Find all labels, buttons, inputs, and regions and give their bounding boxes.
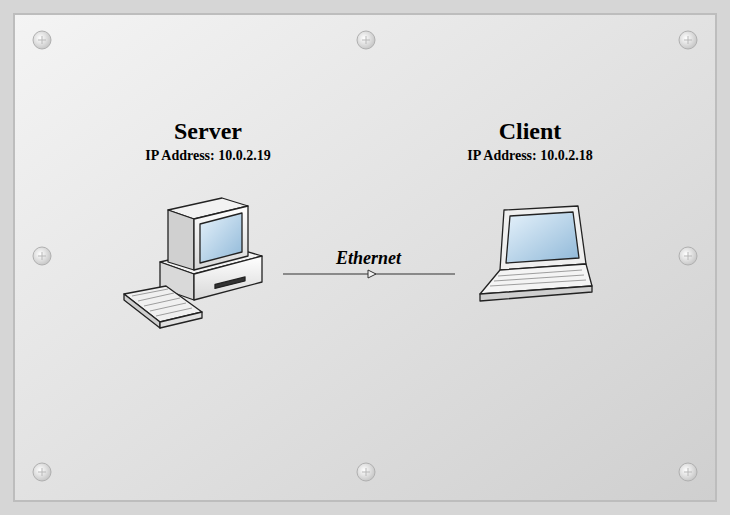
computer-node: Server IP Address: 10.0.2.19: [133, 117, 283, 340]
ip-address: IP Address: 10.0.2.18: [455, 147, 605, 165]
ethernet-link: [283, 270, 455, 278]
ip-address: IP Address: 10.0.2.19: [133, 147, 283, 165]
edge-label: Ethernet: [336, 248, 401, 268]
node-title: Client: [455, 117, 605, 145]
node-title: Server: [133, 117, 283, 145]
computer-node: Client IP Address: 10.0.2.18: [455, 117, 605, 340]
